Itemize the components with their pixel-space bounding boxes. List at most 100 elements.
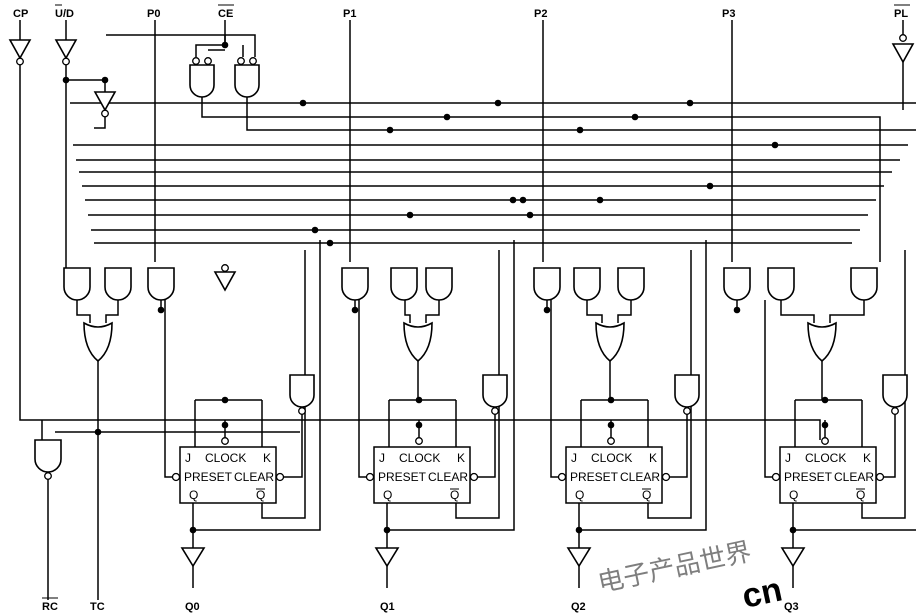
p1-label: P1	[343, 8, 356, 20]
p3-label: P3	[722, 8, 735, 20]
wire	[201, 97, 881, 262]
junction-dot	[631, 113, 639, 121]
wire	[666, 415, 688, 478]
buffer	[8, 39, 32, 60]
buffer	[891, 43, 915, 64]
ff-clock-label: CLOCK	[205, 451, 246, 465]
wire	[550, 300, 562, 478]
wire	[829, 300, 865, 323]
and-gate	[573, 267, 601, 301]
wire	[65, 65, 106, 92]
junction-dot	[789, 526, 797, 534]
wire	[586, 300, 603, 323]
inverter-bubble	[192, 57, 200, 65]
q3-label: Q3	[784, 601, 799, 613]
ff-qbar-label: Q	[856, 488, 865, 502]
ff-clock-label: CLOCK	[591, 451, 632, 465]
junction-dot	[415, 421, 423, 429]
junction-dot	[101, 76, 109, 84]
and-gate	[34, 439, 62, 473]
wiring	[19, 20, 916, 600]
junction-dot	[383, 526, 391, 534]
watermark-logo: cn	[739, 570, 786, 615]
inverter-bubble	[44, 472, 52, 480]
ff-k-label: K	[457, 451, 465, 465]
ff-clock-label: CLOCK	[399, 451, 440, 465]
wire	[246, 97, 916, 131]
wire	[106, 34, 256, 57]
junction-dot	[576, 126, 584, 134]
wire	[387, 240, 515, 531]
junction-dot	[733, 306, 741, 314]
junction-dot	[221, 421, 229, 429]
inverter-bubble	[101, 109, 109, 118]
p2-label: P2	[534, 8, 547, 20]
ff-qbar-label: Q	[450, 488, 459, 502]
wire	[76, 300, 91, 323]
junction-dot	[326, 239, 334, 247]
wire	[94, 117, 106, 129]
and-gate	[289, 374, 315, 408]
inverter-bubble	[204, 57, 212, 65]
ff-q-label: Q	[789, 488, 798, 502]
ff-k-label: K	[649, 451, 657, 465]
tc-label: TC	[90, 601, 105, 613]
inverter-bubble	[221, 264, 229, 272]
ff-j-label: J	[571, 451, 577, 465]
inverter-bubble	[821, 437, 829, 445]
flipflop-3: J CLOCK K PRESET CLEAR Q Q	[771, 446, 885, 504]
buffer	[54, 39, 78, 60]
and-gate	[234, 64, 260, 98]
flipflop-2: J CLOCK K PRESET CLEAR Q Q	[557, 446, 671, 504]
inverter-bubble	[221, 437, 229, 445]
and-gate	[617, 267, 645, 301]
p0-label: P0	[147, 8, 160, 20]
wire	[19, 65, 821, 440]
junction-dot	[771, 141, 779, 149]
junction-dot	[607, 421, 615, 429]
and-gate	[533, 267, 561, 301]
inverter-bubble	[891, 407, 899, 415]
wire	[793, 529, 916, 531]
ff-j-label: J	[785, 451, 791, 465]
junction-dots	[62, 41, 829, 534]
buffer	[213, 271, 237, 292]
ff-qbar-label: Q	[642, 488, 651, 502]
ff-q-label: Q	[189, 488, 198, 502]
wire	[474, 415, 496, 478]
junction-dot	[596, 196, 604, 204]
junction-dot	[94, 428, 102, 436]
or-gate	[595, 321, 625, 363]
ff-clear-label: CLEAR	[234, 470, 274, 484]
wire	[193, 240, 321, 531]
inverter-bubble	[899, 34, 907, 42]
and-gate	[723, 267, 751, 301]
up-down-label: U/D	[55, 8, 74, 20]
wire	[164, 300, 176, 478]
and-gate	[63, 267, 91, 301]
junction-dot	[189, 526, 197, 534]
wire	[404, 300, 411, 323]
junction-dot	[821, 396, 829, 404]
and-gate	[390, 267, 418, 301]
buffer	[566, 547, 592, 568]
junction-dot	[157, 306, 165, 314]
buffer	[180, 547, 206, 568]
ff-preset-label: PRESET	[378, 470, 427, 484]
junction-dot	[351, 306, 359, 314]
junction-dot	[221, 41, 229, 49]
junction-dot	[415, 396, 423, 404]
junction-dot	[526, 211, 534, 219]
wire	[195, 44, 225, 57]
junction-dot	[509, 196, 517, 204]
and-gate	[189, 64, 215, 98]
and-gate	[482, 374, 508, 408]
inverter-bubble	[607, 437, 615, 445]
junction-dot	[311, 226, 319, 234]
inverter-bubble	[298, 407, 306, 415]
and-gate	[425, 267, 453, 301]
watermark-text: 电子产品世界	[595, 536, 754, 598]
junction-dot	[62, 76, 70, 84]
wire	[617, 300, 632, 323]
ff-qbar-label: Q	[256, 488, 265, 502]
